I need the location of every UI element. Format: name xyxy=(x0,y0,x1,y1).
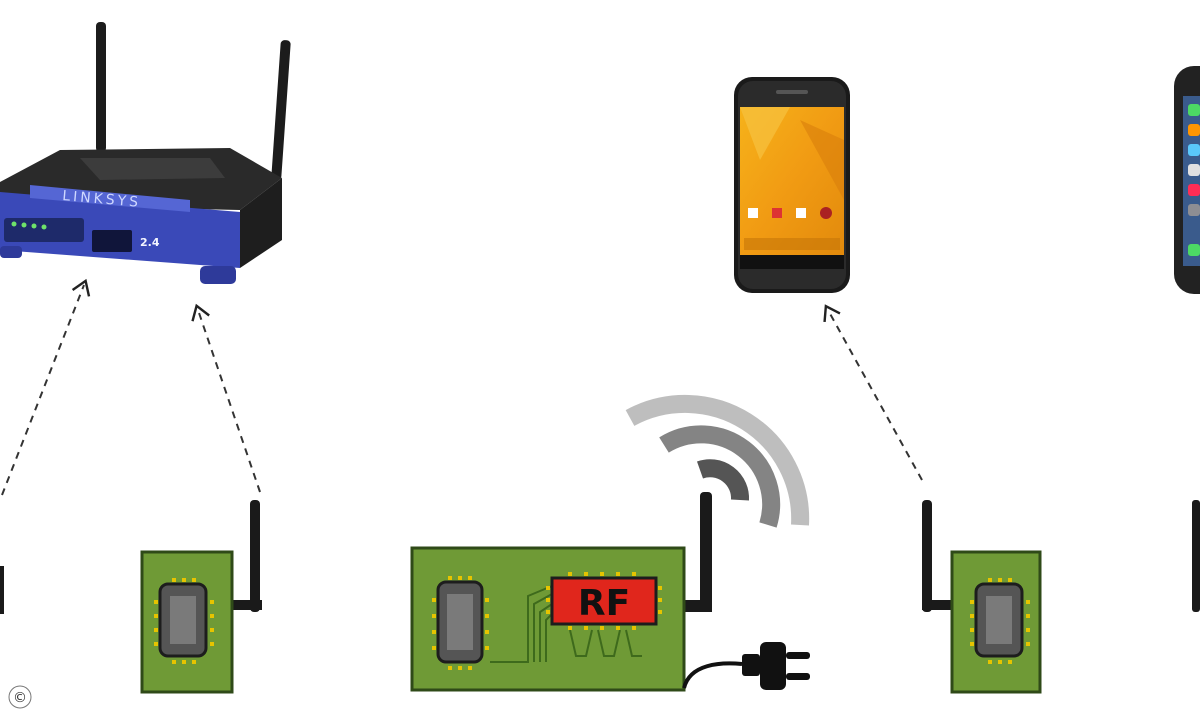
connection-arrow-sensor-to-phone xyxy=(823,304,923,481)
sensor-module-icon xyxy=(140,500,262,694)
rf-chip-body xyxy=(550,576,658,626)
gateway-chip-pins xyxy=(432,576,489,670)
sensor-antenna xyxy=(250,500,260,612)
sensor-chip-core xyxy=(170,596,196,644)
power-plug-pin-top xyxy=(786,652,810,659)
iphone-app-icon xyxy=(1188,204,1200,216)
router-led xyxy=(41,224,47,230)
android-phone-speaker xyxy=(776,90,808,94)
router-led-panel xyxy=(4,218,84,242)
android-app-icon xyxy=(796,208,806,218)
gateway-antenna xyxy=(700,492,712,612)
sensor-antenna xyxy=(1192,500,1200,612)
gateway-chip-core xyxy=(447,594,473,650)
copyright-symbol: © xyxy=(13,690,27,706)
rf-chip-label: RF xyxy=(578,583,630,624)
signal-arc-large xyxy=(625,394,810,526)
gateway-antenna-mount xyxy=(684,600,712,612)
rf-chip-pins xyxy=(546,572,662,630)
copyright-badge: © xyxy=(8,685,32,709)
iphone-app-icon xyxy=(1188,164,1200,176)
power-plug-icon xyxy=(682,642,810,690)
android-phone-navbar xyxy=(740,255,844,269)
power-cable xyxy=(682,661,743,689)
router-icon: LINKSYS 2.4 xyxy=(0,22,291,284)
android-app-icon xyxy=(748,208,758,218)
power-plug-pin-bottom xyxy=(786,673,810,680)
router-brand-label: LINKSYS xyxy=(62,188,142,211)
iphone-screen xyxy=(1183,96,1200,266)
router-led xyxy=(11,221,17,227)
signal-arc-medium xyxy=(659,425,781,528)
sensor-chip-pins xyxy=(970,578,1030,664)
iphone-app-icon xyxy=(1188,104,1200,116)
router-antenna-right xyxy=(271,40,291,180)
rf-chip: RF xyxy=(546,572,662,630)
sensor-antenna xyxy=(0,566,4,614)
iphone-app-icon xyxy=(1188,244,1200,256)
sensor-module-left-partial xyxy=(0,566,4,614)
router-side xyxy=(240,178,282,268)
sensor-antenna-mount xyxy=(232,600,262,610)
router-led xyxy=(21,222,27,228)
sensor-antenna-mount xyxy=(922,600,952,610)
sensor-chip-core xyxy=(986,596,1012,644)
power-plug-head xyxy=(760,642,786,690)
router-band-label: 2.4 xyxy=(140,236,160,249)
iphone-app-icon xyxy=(1188,184,1200,196)
router-led xyxy=(31,223,37,229)
android-app-icon xyxy=(772,208,782,218)
android-app-icon xyxy=(820,207,832,219)
power-plug-grip xyxy=(742,654,760,676)
router-foot-left xyxy=(0,246,22,258)
sensor-chip-pins xyxy=(154,578,214,664)
wireless-signal-icon xyxy=(625,394,810,528)
router-foot-right xyxy=(200,266,236,284)
sensor-module-icon xyxy=(922,500,1042,694)
connection-arrow-sensor-to-router xyxy=(191,303,261,493)
android-phone-icon xyxy=(734,77,850,293)
connection-arrows xyxy=(1,278,923,496)
sensor-module-right-partial xyxy=(1192,500,1200,612)
android-wallpaper-facet xyxy=(740,107,790,160)
gateway-module-icon: RF xyxy=(410,492,712,692)
iphone-app-icon xyxy=(1188,124,1200,136)
gateway-traces xyxy=(490,585,642,663)
router-badge xyxy=(92,230,132,252)
sensor-antenna xyxy=(922,500,932,612)
iphone-app-icon xyxy=(1188,144,1200,156)
router-antenna-left xyxy=(96,22,106,152)
router-vent xyxy=(80,158,225,180)
router-front-top xyxy=(30,185,190,212)
signal-arc-small xyxy=(696,459,750,501)
copyright-circle xyxy=(8,685,32,709)
android-wallpaper-facet xyxy=(800,120,844,200)
connection-arrow-left-sensor-to-router xyxy=(1,278,91,496)
iphone-icon xyxy=(1174,66,1200,294)
android-dock xyxy=(744,238,840,250)
